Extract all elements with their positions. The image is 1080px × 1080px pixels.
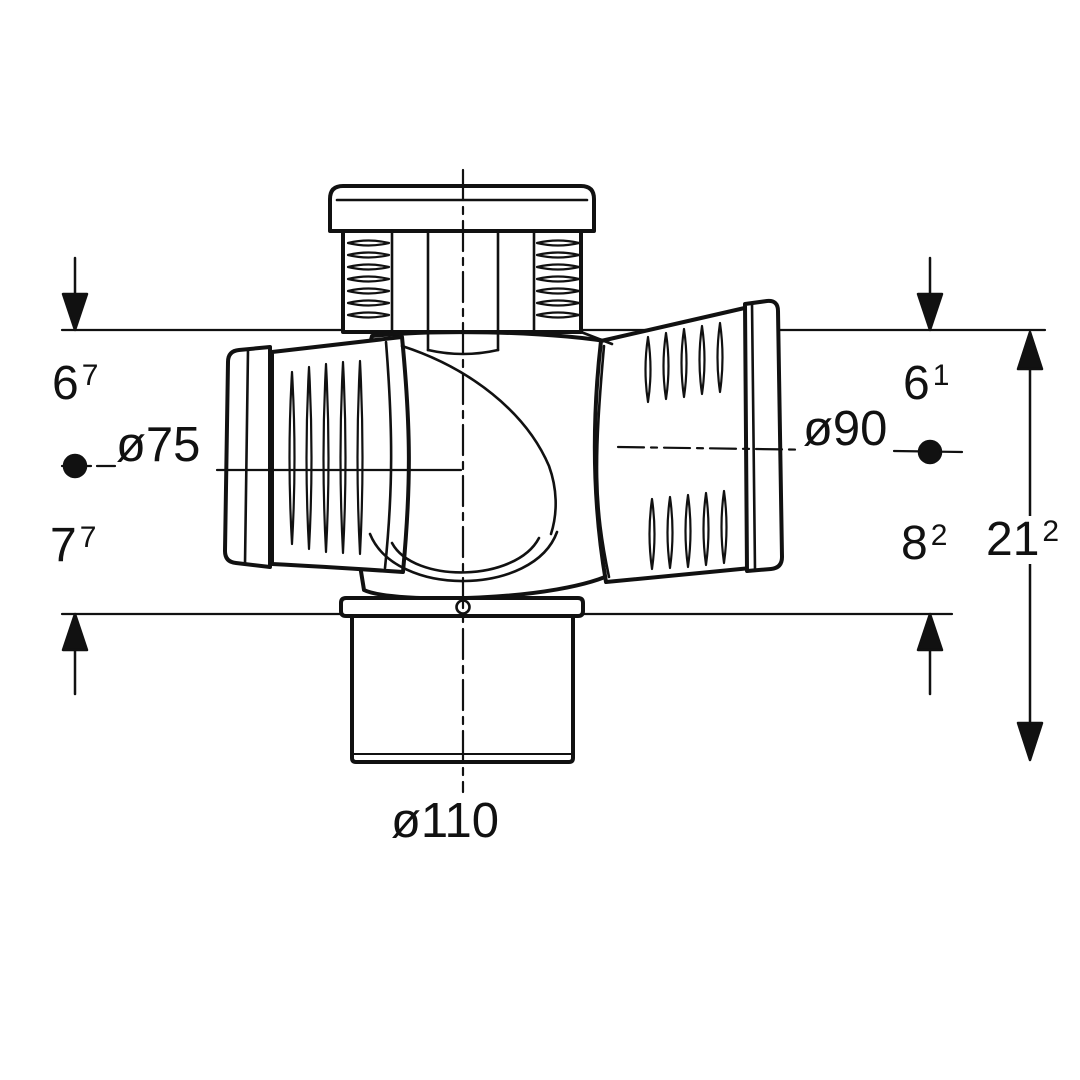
rib — [535, 239, 581, 247]
dimension-superscript: 7 — [81, 359, 99, 392]
datum-dot-right — [917, 439, 943, 465]
arrow-down-icon — [61, 292, 89, 332]
rib — [288, 370, 296, 546]
dimension-superscript: 7 — [79, 521, 97, 554]
rib — [346, 299, 391, 307]
centerlines — [60, 168, 964, 794]
rib — [535, 311, 581, 319]
rib — [346, 251, 391, 259]
arrow-up-icon — [1016, 330, 1044, 371]
arrow-up-icon — [916, 612, 944, 652]
diameter-label-right: ø90 — [797, 405, 894, 454]
rib — [666, 495, 674, 570]
rib — [535, 299, 581, 307]
elbow-curve — [400, 344, 557, 536]
rib — [535, 275, 581, 283]
dimension-value: 6 — [52, 357, 79, 410]
bowl-inner-curve — [390, 536, 541, 574]
rib — [716, 321, 724, 394]
dimension-value: 7 — [50, 519, 77, 572]
left-socket-mouth — [383, 340, 393, 570]
rib — [662, 331, 670, 401]
bowl-outer-curve — [368, 530, 559, 583]
dimension-value: 21 — [986, 513, 1040, 566]
arrow-down-icon — [1016, 721, 1044, 762]
right-socket-mouth — [595, 344, 611, 579]
dimension-superscript: 1 — [932, 359, 950, 392]
rib — [535, 251, 581, 259]
rib — [305, 365, 313, 551]
dimension-superscript: 2 — [930, 519, 948, 552]
diameter-label-left: ø75 — [116, 418, 201, 472]
dimension-superscript: 2 — [1042, 515, 1060, 548]
datum-dot-left — [62, 453, 88, 479]
rib — [680, 327, 688, 399]
rib — [346, 239, 391, 247]
right-branch-centerline — [616, 445, 964, 454]
arrow-up-icon — [61, 612, 89, 652]
rib — [535, 263, 581, 271]
rib — [346, 263, 391, 271]
right-socket-collar — [743, 298, 784, 573]
rib — [644, 335, 652, 404]
rib — [698, 324, 706, 396]
rib — [322, 362, 330, 554]
gasket-ribs — [288, 239, 728, 571]
rib — [339, 360, 347, 555]
left-collar-rim-line — [243, 348, 250, 566]
rib — [702, 491, 710, 567]
rib — [346, 287, 391, 295]
dimension-value: 6 — [903, 357, 930, 410]
rib — [684, 493, 692, 569]
rib — [720, 489, 728, 565]
right-joint-line — [579, 330, 614, 346]
arrow-down-icon — [916, 292, 944, 332]
fitting-outline — [223, 184, 784, 764]
dimension-annotations — [61, 256, 1044, 762]
rib — [346, 311, 391, 319]
right-collar-rim-line — [750, 301, 757, 572]
rib — [356, 359, 364, 556]
fitting-details — [243, 198, 757, 755]
right-socket-body — [592, 305, 753, 584]
rib — [346, 275, 391, 283]
dimension-value: 8 — [901, 517, 928, 570]
rib — [648, 497, 656, 571]
rib — [535, 287, 581, 295]
diameter-label-bottom: ø110 — [391, 794, 500, 848]
